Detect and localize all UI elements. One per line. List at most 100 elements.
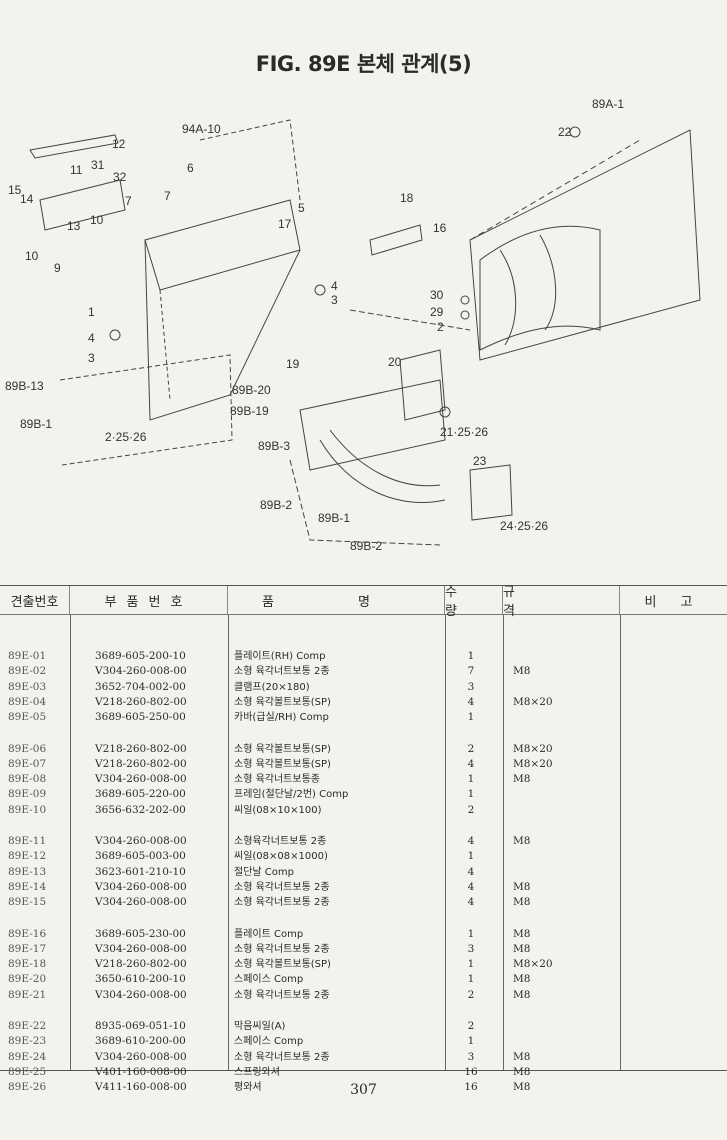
cell-part: 3650-610-200-10 [95, 973, 186, 986]
callout-label: 4 [88, 331, 95, 345]
cell-name: 소형 육각볼트보통(SP) [234, 959, 331, 971]
cell-no: 89E-26 [8, 1081, 47, 1094]
cell-name: 프레임(절단날/2번) Comp [234, 789, 349, 801]
column-divider [503, 615, 504, 1070]
cell-qty: 2 [467, 742, 475, 755]
table-row: 89E-03 3652-704-002-00 클램프(20×180) 3 [0, 680, 727, 695]
cell-part: V218-260-802-00 [95, 757, 187, 770]
callout-label: 6 [187, 161, 194, 175]
cell-spec: M8×20 [513, 757, 553, 770]
cell-name: 스페이스 Comp [234, 974, 304, 986]
cell-qty: 1 [467, 650, 475, 662]
callout-label: 11 [70, 163, 83, 177]
cell-name: 씨일(08×10×100) [234, 804, 322, 816]
table-header: 견출번호 부품번호 품 명 수 량 규 격 비 고 [0, 585, 727, 619]
cell-no: 89E-15 [8, 896, 47, 909]
header-quantity: 수 량 [445, 585, 503, 619]
cell-no: 89E-22 [8, 1020, 47, 1032]
cell-name: 절단날 Comp [234, 866, 294, 878]
callout-label: 22 [558, 125, 572, 139]
cell-part: 3656-632-202-00 [95, 803, 186, 816]
callout-label: 5 [298, 201, 305, 215]
cell-qty: 16 [464, 1081, 478, 1094]
cell-name: 플레이트(RH) Comp [234, 651, 326, 662]
cell-no: 89E-21 [8, 988, 47, 1001]
cell-qty: 1 [467, 711, 475, 724]
cell-spec: M8×20 [513, 742, 553, 755]
cell-name: 소형 육각너트보통 2종 [234, 666, 330, 678]
callout-label: 89B-13 [5, 379, 44, 393]
cell-part: V218-260-802-00 [95, 958, 187, 971]
page-number: 307 [350, 1082, 377, 1098]
cell-spec: M8×20 [513, 958, 553, 971]
cell-name: 평와셔 [234, 1082, 262, 1094]
cell-qty: 1 [467, 927, 475, 940]
cell-qty: 3 [467, 1050, 475, 1063]
cell-qty: 2 [467, 988, 475, 1001]
callout-label: 10 [25, 249, 39, 263]
cell-qty: 3 [467, 680, 475, 693]
cell-spec: M8 [513, 835, 531, 847]
cell-part: V304-260-008-00 [95, 665, 187, 678]
callout-label: 7 [164, 189, 171, 203]
cell-part: V401-160-008-00 [95, 1065, 187, 1078]
cell-no: 89E-13 [8, 865, 47, 878]
callout-label: 10 [90, 213, 104, 227]
callout-label: 18 [400, 191, 414, 205]
cell-part: 8935-069-051-10 [95, 1020, 186, 1032]
callout-label: 89B-1 [318, 511, 350, 525]
callout-label: 89B-20 [232, 383, 271, 397]
cell-qty: 4 [467, 835, 475, 847]
cell-qty: 4 [467, 757, 475, 770]
callout-label: 17 [278, 217, 292, 231]
cell-no: 89E-03 [8, 680, 47, 693]
cell-spec: M8 [513, 942, 531, 955]
cell-spec: M8 [513, 1050, 531, 1063]
callout-label: 89B-1 [20, 417, 52, 431]
cell-name: 씨일(08×08×1000) [234, 851, 328, 863]
cell-name: 소형 육각볼트보통(SP) [234, 743, 331, 755]
cell-part: 3689-605-220-00 [95, 788, 186, 801]
cell-no: 89E-02 [8, 665, 47, 678]
cell-spec: M8 [513, 927, 531, 940]
cell-no: 89E-06 [8, 742, 47, 755]
callout-label: 12 [112, 137, 126, 151]
cell-part: 3652-704-002-00 [95, 680, 186, 693]
cell-spec: M8 [513, 773, 531, 786]
cell-no: 89E-25 [8, 1065, 47, 1078]
cell-qty: 2 [467, 1020, 475, 1032]
cell-no: 89E-04 [8, 695, 47, 708]
callout-label: 16 [433, 221, 447, 235]
callout-label: 1 [88, 305, 95, 319]
header-part-name: 품 명 [228, 586, 445, 614]
cell-part: V304-260-008-00 [95, 942, 187, 955]
cell-spec: M8 [513, 665, 531, 678]
cell-no: 89E-09 [8, 788, 47, 801]
callout-label: 2 [437, 320, 444, 334]
cell-qty: 1 [467, 1035, 475, 1048]
cell-part: V304-260-008-00 [95, 896, 187, 909]
cell-name: 클램프(20×180) [234, 681, 310, 693]
cell-no: 89E-10 [8, 803, 47, 816]
callout-label: 14 [20, 192, 34, 206]
cell-part: V304-260-008-00 [95, 1050, 187, 1063]
cell-name: 소형 육각볼트보통(SP) [234, 696, 331, 708]
cell-qty: 4 [467, 880, 475, 893]
cell-spec: M8 [513, 1065, 531, 1078]
cell-part: 3623-601-210-10 [95, 865, 186, 878]
cell-spec: M8 [513, 988, 531, 1001]
callout-label: 89B-19 [230, 404, 269, 418]
cell-qty: 4 [467, 896, 475, 909]
cell-name: 스페이스 Comp [234, 1036, 304, 1048]
